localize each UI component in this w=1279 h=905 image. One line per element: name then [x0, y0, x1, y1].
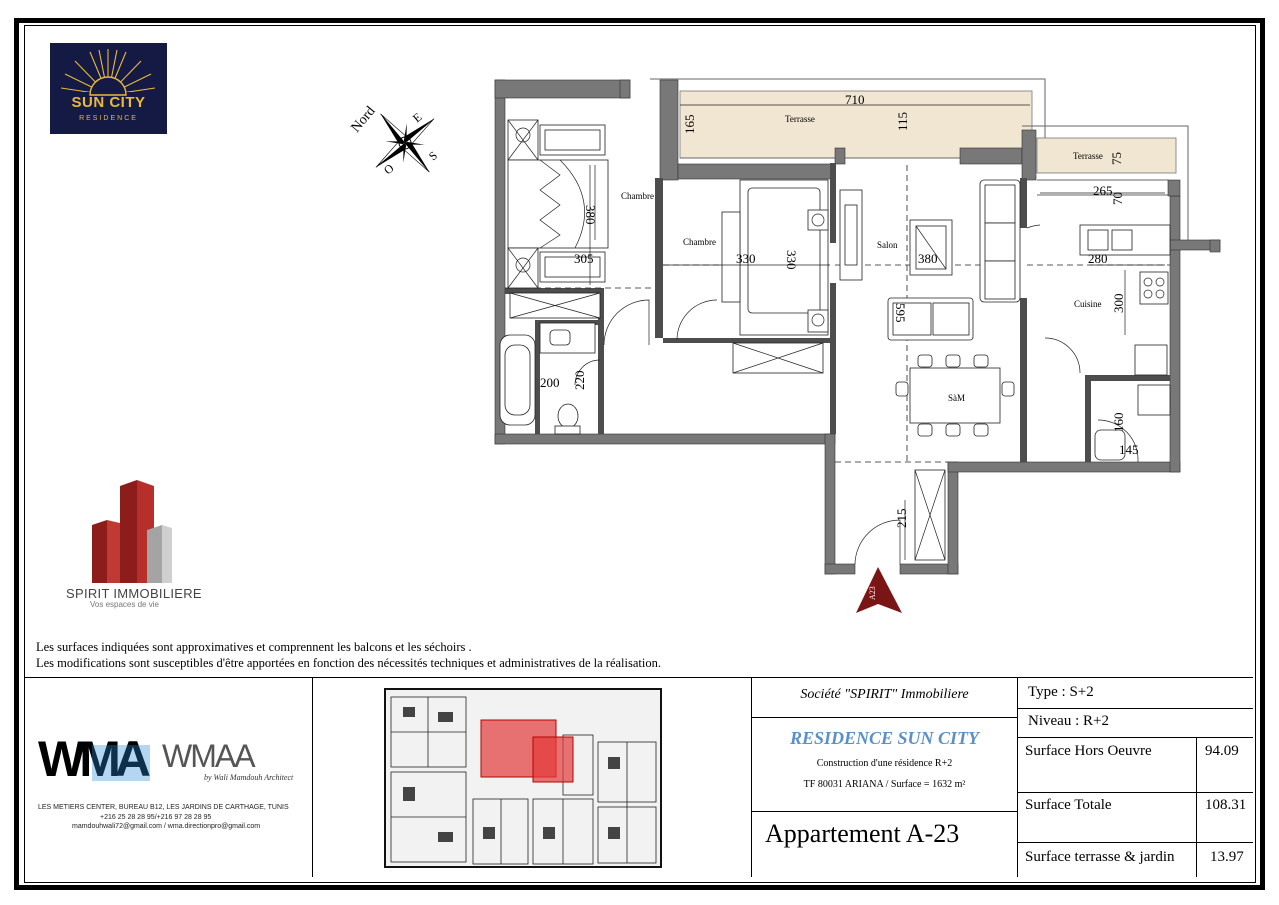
surface-hors-oeuvre-label: Surface Hors Oeuvre: [1025, 743, 1152, 759]
room-label-chambre-2: Chambre: [683, 237, 716, 247]
dim-215: 215: [894, 509, 909, 529]
dim-160: 160: [1111, 413, 1126, 433]
surface-totale-label: Surface Totale: [1025, 797, 1112, 813]
compass-east-label: E: [410, 110, 425, 125]
construction-description: Construction d'une résidence R+2: [816, 758, 953, 769]
inner-frame: [24, 25, 1256, 883]
sun-rays-icon: [55, 49, 162, 132]
wmaa-logo: WMAA: [162, 738, 256, 774]
title-block: [24, 677, 1256, 883]
dim-70: 70: [1110, 192, 1125, 205]
surface-hors-oeuvre-value: 94.09: [1205, 743, 1239, 759]
wma-logo-accent: [92, 745, 150, 781]
furniture: [499, 119, 1171, 561]
sun-city-logo: SUN CITY RESIDENCE: [50, 43, 167, 134]
dim-115: 115: [895, 112, 910, 131]
dim-595: 595: [893, 303, 908, 323]
architect-tagline: by Wali Mamdouh Architect: [204, 773, 294, 782]
terrace-areas: [679, 90, 1177, 174]
compass-south-label: S: [426, 148, 440, 163]
surface-terrasse-label: Surface terrasse & jardin: [1025, 849, 1175, 865]
note-line-2: Les modifications sont susceptibles d'êt…: [36, 656, 661, 670]
interior-walls: [505, 163, 1170, 462]
dim-280: 280: [1088, 251, 1108, 266]
surface-totale-value: 108.31: [1205, 797, 1247, 813]
note-line-1: Les surfaces indiquées sont approximativ…: [36, 640, 472, 654]
dim-380-a: 380: [583, 205, 598, 225]
apartment-title: Appartement A-23: [765, 819, 960, 848]
company-name: Société "SPIRIT" Immobiliere: [800, 687, 969, 702]
apartment-level: Niveau : R+2: [1028, 713, 1109, 729]
dim-330-b: 330: [784, 250, 799, 270]
compass-west-label: O: [381, 161, 397, 178]
key-plan-thumbnail: [384, 688, 662, 868]
dim-300: 300: [1111, 294, 1126, 314]
outer-frame: [14, 18, 1265, 890]
compass-rose-icon: Nord E S O: [349, 104, 440, 178]
sun-city-subtitle: RESIDENCE: [79, 115, 138, 122]
dim-165: 165: [682, 115, 697, 135]
entry-label: A23: [868, 586, 877, 600]
dim-710: 710: [845, 92, 865, 107]
room-label-cuisine: Cuisine: [1074, 299, 1102, 309]
exterior-walls: [494, 79, 1221, 575]
dim-265: 265: [1093, 183, 1113, 198]
dim-305: 305: [574, 251, 594, 266]
wma-logo: WMA: [38, 731, 151, 787]
residence-name: RESIDENCE SUN CITY: [789, 728, 980, 748]
dim-330-a: 330: [736, 251, 756, 266]
spirit-brand-name: SPIRIT IMMOBILIERE: [66, 586, 202, 601]
dim-75: 75: [1109, 152, 1124, 165]
room-label-terrasse-2: Terrasse: [1073, 151, 1103, 161]
architect-phones: +216 25 28 28 95/+216 97 28 28 95: [100, 814, 212, 821]
room-label-sam: SàM: [948, 393, 965, 403]
spirit-buildings-icon: [92, 480, 172, 583]
room-label-chambre-1: Chambre: [621, 191, 654, 201]
apartment-type: Type : S+2: [1028, 684, 1094, 700]
title-deed-info: TF 80031 ARIANA / Surface = 1632 m²: [803, 779, 966, 790]
dim-200: 200: [540, 375, 560, 390]
apartment-floor-plan: Terrasse Terrasse Chambre Chambre Salon …: [494, 78, 1221, 613]
room-label-terrasse-1: Terrasse: [785, 114, 815, 124]
surface-terrasse-value: 13.97: [1210, 849, 1244, 865]
architect-emails: mamdouhwali72@gmail.com / wma.directionp…: [72, 823, 261, 830]
dim-380-b: 380: [918, 251, 938, 266]
dim-220: 220: [572, 371, 587, 391]
compass-north-label: Nord: [349, 104, 379, 136]
room-label-salon: Salon: [877, 240, 898, 250]
sun-city-title: SUN CITY: [71, 94, 146, 111]
architect-address: LES METIERS CENTER, BUREAU B12, LES JARD…: [38, 804, 289, 811]
entry-marker-icon: A23: [856, 567, 902, 613]
spirit-tagline: Vos espaces de vie: [90, 600, 159, 609]
dim-145: 145: [1119, 442, 1139, 457]
